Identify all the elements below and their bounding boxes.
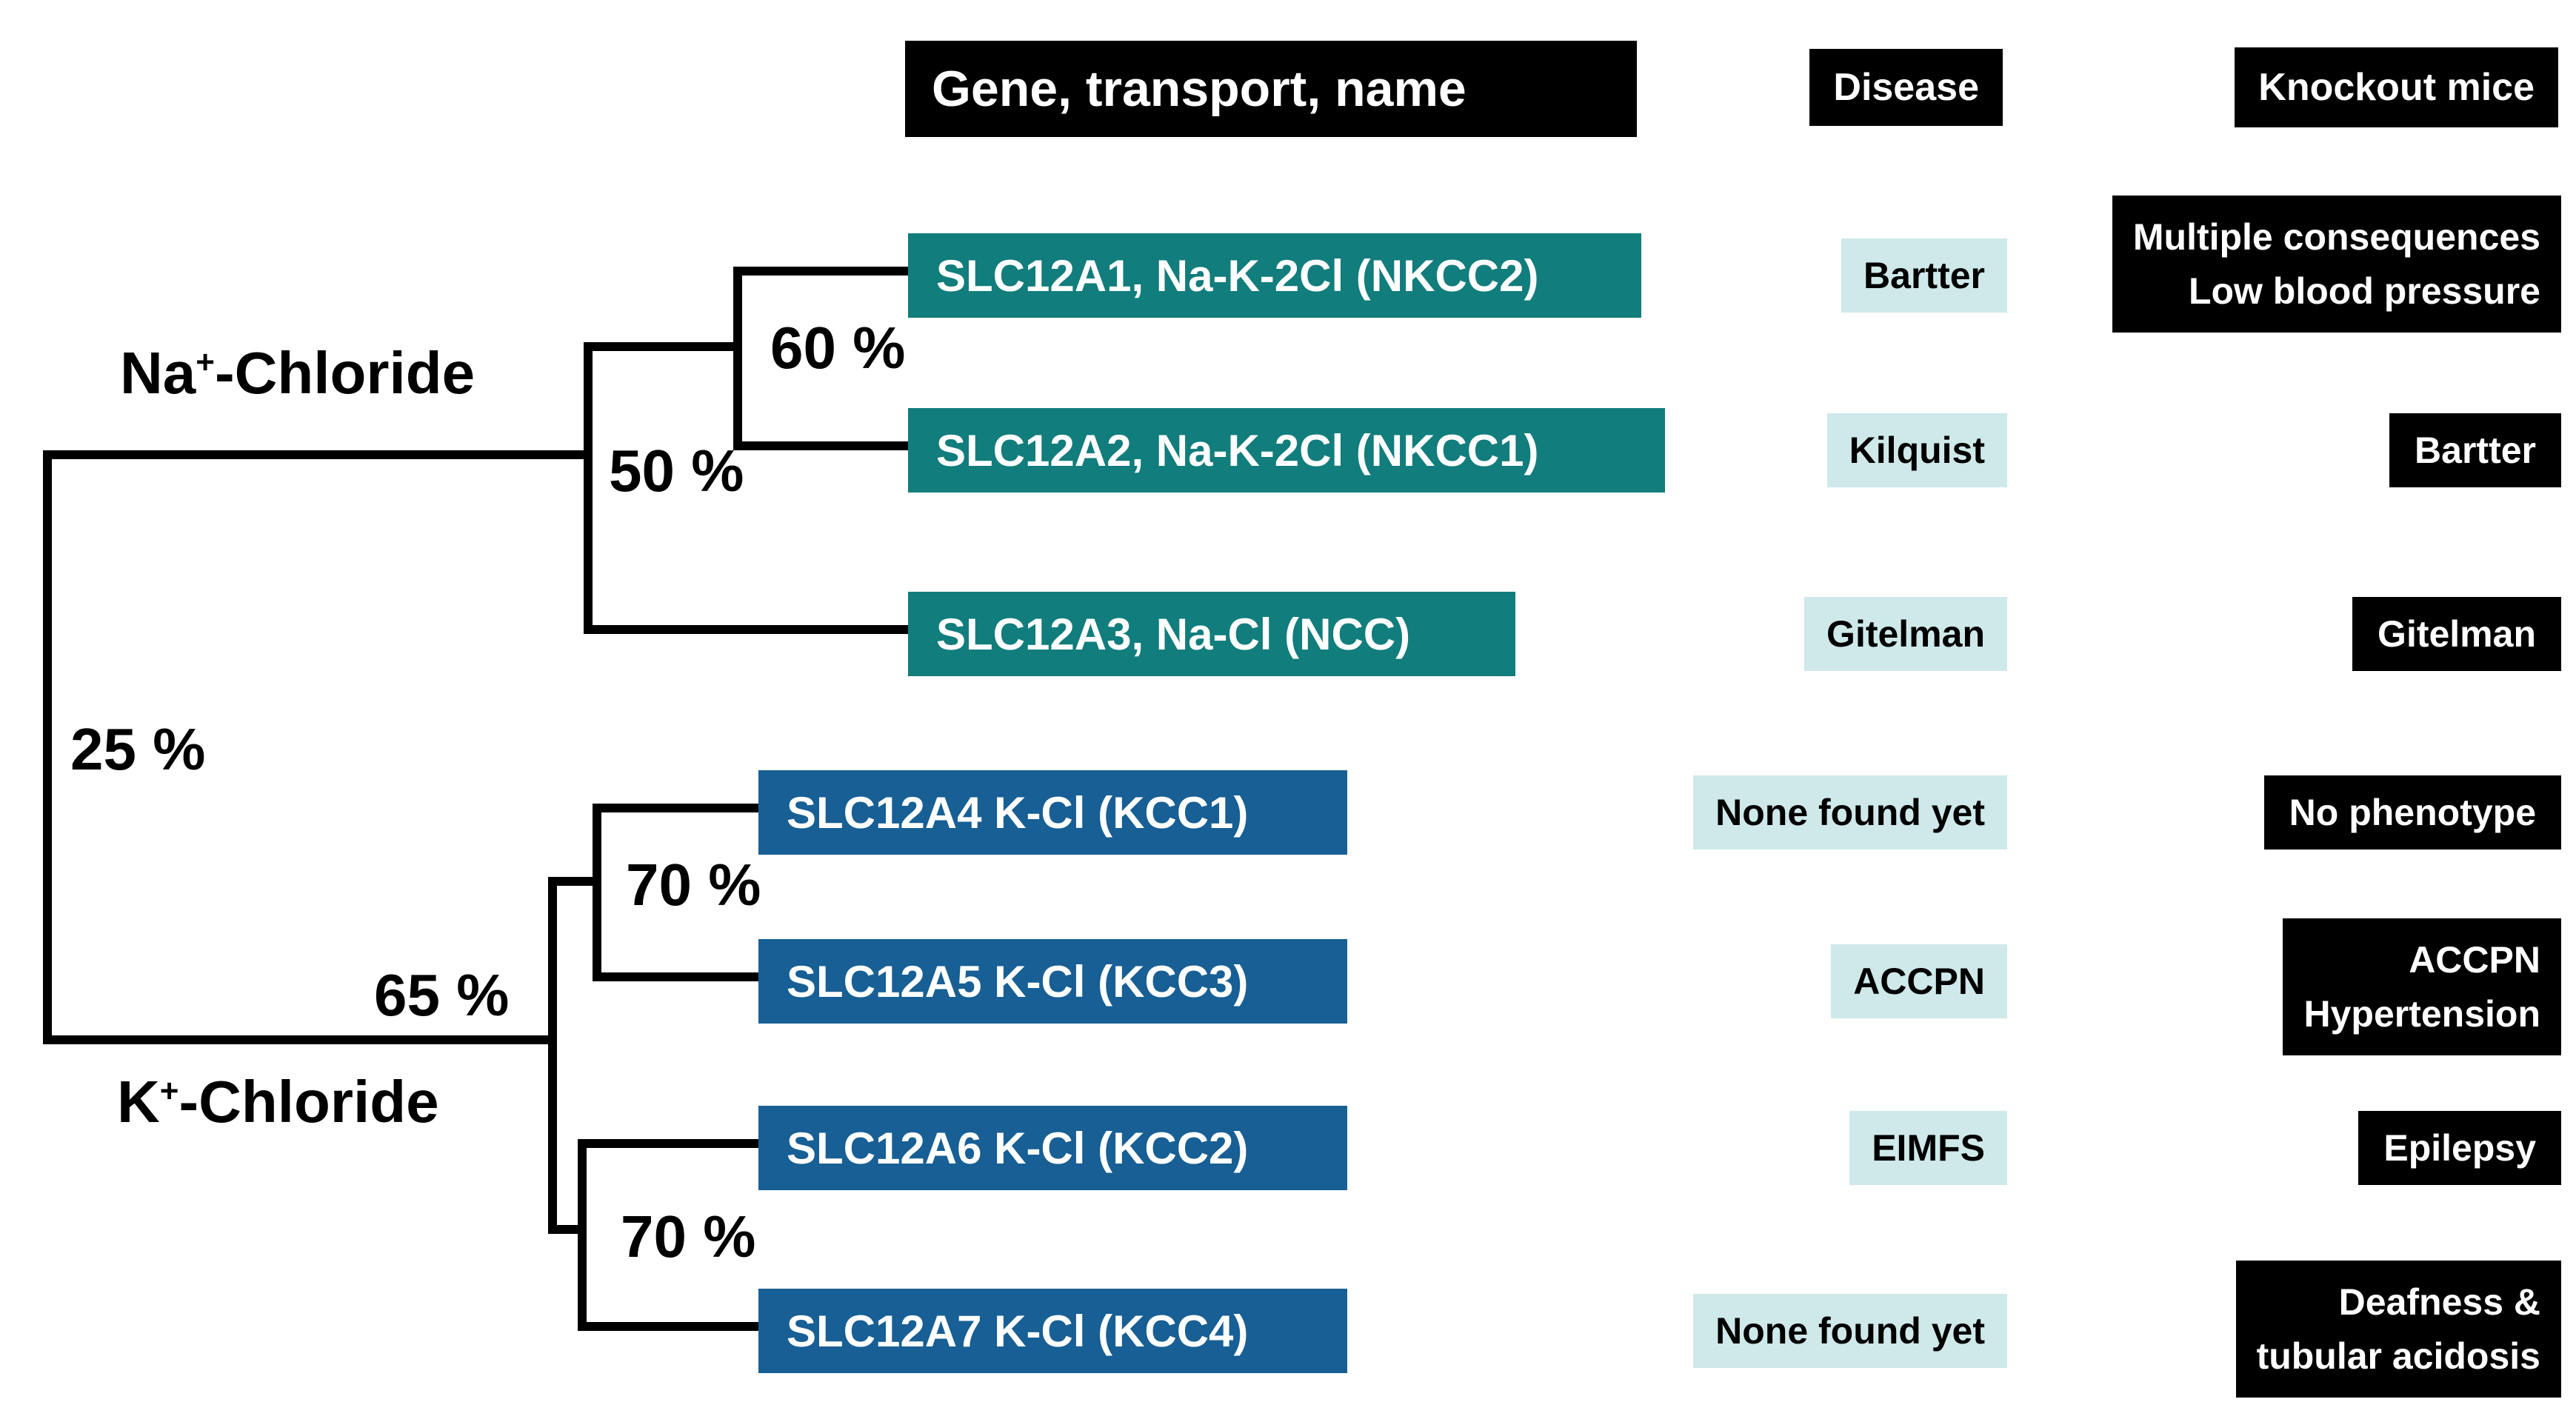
knockout-cell-slc12a1: Multiple consequences Low blood pressure [2112, 196, 2561, 333]
tree-branch-slc12a7 [582, 1322, 761, 1331]
clade-k-sup: + [159, 1072, 179, 1109]
gene-box-slc12a4: SLC12A4 K-Cl (KCC1) [758, 770, 1347, 855]
gene-box-slc12a3: SLC12A3, Na-Cl (NCC) [908, 592, 1515, 676]
knockout-line: Gitelman [2378, 613, 2536, 655]
knockout-line: No phenotype [2289, 792, 2536, 833]
header-gene-transport-name: Gene, transport, name [905, 41, 1637, 137]
disease-label: EIMFS [1872, 1127, 1985, 1169]
disease-label: ACCPN [1853, 961, 1985, 1002]
header-knockout-mice: Knockout mice [2235, 47, 2558, 127]
knockout-line: Epilepsy [2383, 1127, 2536, 1169]
tree-branch-slc12a2 [738, 441, 911, 450]
tree-branch-root-to-na [47, 450, 593, 459]
tree-branch-na-to-upper [588, 342, 742, 351]
tree-branch-slc12a5 [597, 972, 761, 981]
percent-label-root: 25 % [70, 716, 206, 782]
percent-label-k-upper: 70 % [626, 852, 761, 918]
knockout-cell-slc12a2: Bartter [2389, 413, 2561, 487]
knockout-line: tubular acidosis [2256, 1335, 2540, 1377]
tree-branch-slc12a4 [597, 804, 761, 812]
knockout-line: Bartter [2415, 430, 2536, 471]
gene-label: SLC12A2, Na-K-2Cl (NKCC1) [936, 425, 1539, 475]
gene-label: SLC12A7 K-Cl (KCC4) [787, 1306, 1249, 1356]
disease-label: Gitelman [1826, 613, 1985, 655]
percent-label-k: 65 % [374, 962, 510, 1028]
header-disease-label: Disease [1833, 66, 1979, 109]
gene-label: SLC12A1, Na-K-2Cl (NKCC2) [936, 250, 1539, 301]
disease-cell-slc12a1: Bartter [1841, 238, 2007, 313]
disease-cell-slc12a6: EIMFS [1849, 1111, 2007, 1185]
tree-branch-slc12a3 [588, 625, 911, 634]
knockout-line: Hypertension [2303, 992, 2540, 1035]
header-knockout-label: Knockout mice [2258, 66, 2535, 109]
tree-branch-slc12a6 [582, 1139, 761, 1148]
gene-label: SLC12A3, Na-Cl (NCC) [936, 609, 1411, 659]
knockout-line: ACCPN [2409, 939, 2540, 981]
disease-cell-slc12a7: None found yet [1693, 1294, 2007, 1368]
tree-k-node-vertical [548, 877, 557, 1234]
tree-branch-root-to-k [47, 1035, 557, 1044]
gene-box-slc12a7: SLC12A7 K-Cl (KCC4) [758, 1289, 1347, 1373]
header-disease: Disease [1809, 49, 2003, 126]
gene-label: SLC12A5 K-Cl (KCC3) [787, 956, 1249, 1007]
knockout-cell-slc12a3: Gitelman [2352, 597, 2561, 671]
gene-label: SLC12A4 K-Cl (KCC1) [787, 787, 1249, 838]
clade-k-base: K [117, 1069, 160, 1135]
disease-cell-slc12a3: Gitelman [1804, 597, 2007, 671]
clade-k-rest: -Chloride [178, 1069, 439, 1135]
tree-root-vertical-line [43, 450, 52, 1044]
disease-cell-slc12a4: None found yet [1693, 775, 2007, 849]
percent-label-na: 50 % [609, 438, 744, 504]
clade-na-sup: + [196, 344, 215, 381]
gene-box-slc12a1: SLC12A1, Na-K-2Cl (NKCC2) [908, 233, 1641, 318]
gene-box-slc12a2: SLC12A2, Na-K-2Cl (NKCC1) [908, 408, 1665, 493]
clade-na-rest: -Chloride [214, 340, 476, 406]
tree-k-lower-vertical [578, 1139, 587, 1331]
knockout-cell-slc12a7: Deafness & tubular acidosis [2235, 1261, 2561, 1398]
knockout-line: Deafness & [2338, 1281, 2540, 1323]
tree-branch-slc12a1 [738, 267, 911, 276]
percent-label-k-lower: 70 % [621, 1204, 756, 1269]
tree-k-upper-vertical [593, 804, 601, 981]
disease-label: Bartter [1863, 255, 1985, 296]
disease-label: None found yet [1715, 792, 1985, 833]
disease-cell-slc12a5: ACCPN [1831, 944, 2007, 1018]
disease-cell-slc12a2: Kilquist [1826, 413, 2007, 487]
gene-label: SLC12A6 K-Cl (KCC2) [787, 1123, 1249, 1173]
knockout-cell-slc12a5: ACCPN Hypertension [2283, 918, 2561, 1055]
tree-na-upper-vertical [733, 267, 742, 450]
knockout-cell-slc12a6: Epilepsy [2358, 1111, 2561, 1185]
clade-label-k-chloride: K+-Chloride [117, 1072, 439, 1132]
tree-branch-k-to-upper [553, 877, 601, 886]
knockout-line: Low blood pressure [2188, 270, 2540, 312]
disease-label: Kilquist [1849, 430, 1985, 471]
knockout-line: Multiple consequences [2132, 216, 2540, 258]
tree-na-node-vertical [584, 342, 593, 634]
clade-label-na-chloride: Na+-Chloride [120, 344, 475, 403]
gene-box-slc12a5: SLC12A5 K-Cl (KCC3) [758, 939, 1347, 1024]
disease-label: None found yet [1715, 1310, 1985, 1352]
knockout-cell-slc12a4: No phenotype [2263, 775, 2561, 849]
header-gene-label: Gene, transport, name [932, 61, 1466, 117]
gene-box-slc12a6: SLC12A6 K-Cl (KCC2) [758, 1106, 1347, 1190]
percent-label-na-upper: 60 % [770, 315, 906, 381]
clade-na-base: Na [120, 340, 196, 406]
